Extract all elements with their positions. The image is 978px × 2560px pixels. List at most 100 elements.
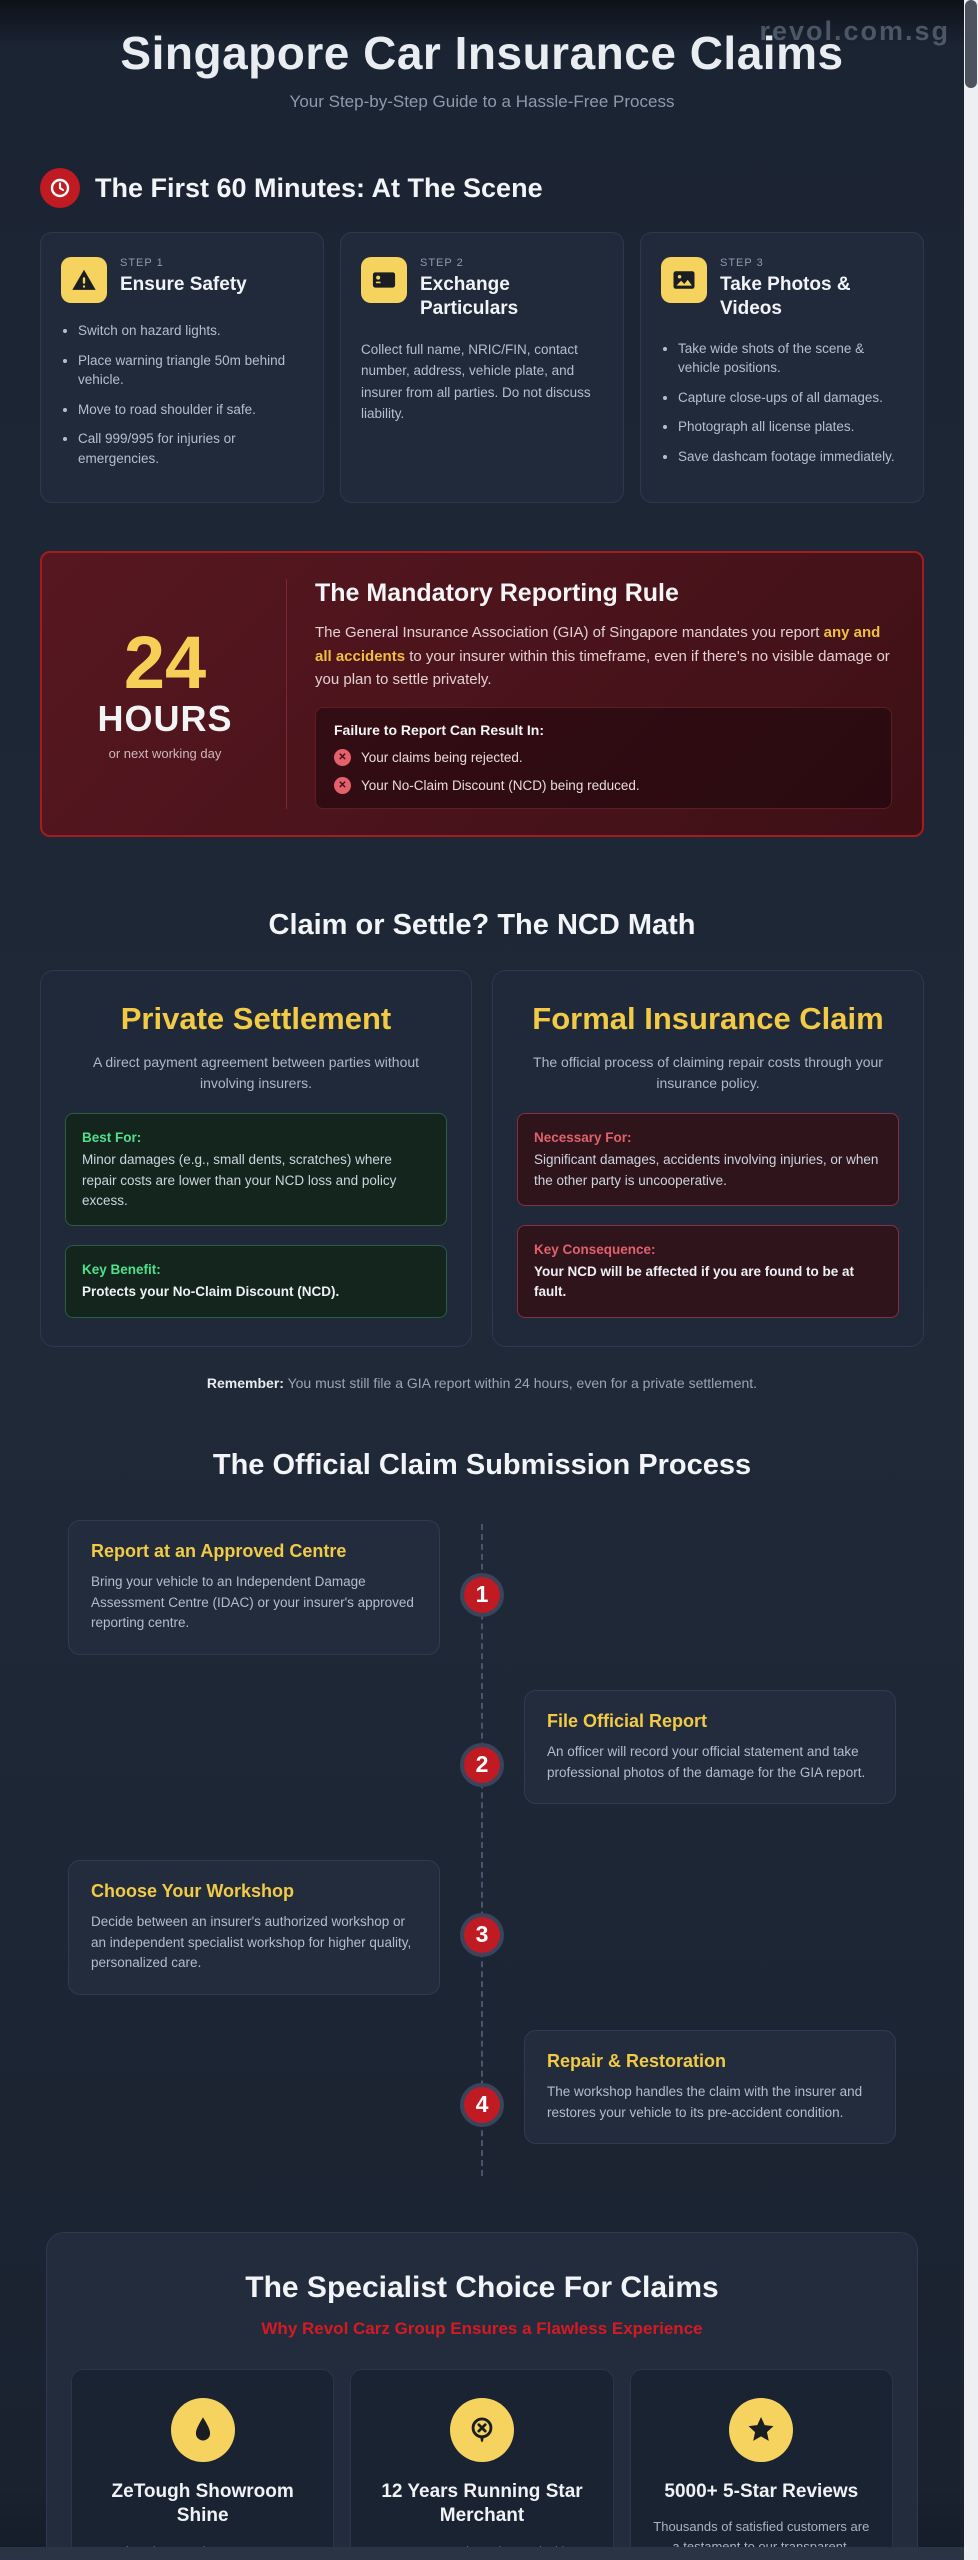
timeline-2-text: An officer will record your official sta… — [547, 1743, 866, 1780]
reporting-body-highlight: any and all accidents — [315, 624, 881, 665]
award-icon — [449, 2397, 514, 2462]
specialist-section: The Specialist Choice For Claims Why Rev… — [46, 2231, 918, 2560]
scene-step-cards: STEP 1 Ensure Safety Switch on hazard li… — [40, 232, 924, 504]
page-subtitle: Your Step-by-Step Guide to a Hassle-Free… — [289, 92, 675, 111]
star-icon — [729, 2397, 794, 2462]
reporting-body-post: to your insurer within this timeframe, e… — [315, 647, 890, 688]
timeline-card-3: Choose Your Workshop Decide between an i… — [68, 1859, 440, 1996]
timeline-3-title: Choose Your Workshop — [91, 1880, 295, 1901]
timeline-row-4: Repair & Restoration The workshop handle… — [40, 2020, 924, 2190]
scene-section-title: The First 60 Minutes: At The Scene — [95, 172, 543, 203]
private-settlement-title: Private Settlement — [120, 1001, 392, 1037]
photo-icon — [661, 257, 707, 303]
timeline-card-2: File Official Report An officer will rec… — [524, 1689, 896, 1805]
hours-number: 24 — [123, 620, 207, 704]
remember-label: Remember: — [206, 1374, 284, 1391]
bullet-item: Place warning triangle 50m behind vehicl… — [78, 351, 303, 390]
best-for-label: Best For: — [82, 1130, 142, 1146]
step-card-1: STEP 1 Ensure Safety Switch on hazard li… — [40, 232, 324, 504]
step-3-header: STEP 3 Take Photos & Videos — [661, 257, 903, 321]
timeline-1-title: Report at an Approved Centre — [91, 1540, 347, 1561]
bullet-item: Take wide shots of the scene & vehicle p… — [678, 339, 903, 378]
remember-text: You must still file a GIA report within … — [283, 1374, 758, 1391]
warning-title: Failure to Report Can Result In: — [334, 722, 545, 739]
step-3-bullets: Take wide shots of the scene & vehicle p… — [661, 339, 903, 467]
bottom-edge-strip — [0, 2547, 964, 2560]
timeline-4-title: Repair & Restoration — [547, 2050, 727, 2071]
timeline-card-1: Report at an Approved Centre Bring your … — [68, 1519, 440, 1656]
specialist-cards: ZeTough Showroom Shine We don't just rep… — [71, 2368, 893, 2560]
step-2-header: STEP 2 Exchange Particulars — [361, 257, 603, 321]
spec-card-reviews: 5000+ 5-Star Reviews Thousands of satisf… — [629, 2368, 893, 2560]
timeline-1-text: Bring your vehicle to an Independent Dam… — [91, 1573, 414, 1631]
step-1-header: STEP 1 Ensure Safety — [61, 257, 303, 303]
spec-card-showroom-shine: ZeTough Showroom Shine We don't just rep… — [71, 2368, 335, 2560]
ncd-section-title: Claim or Settle? The NCD Math — [268, 909, 696, 942]
step-card-3: STEP 3 Take Photos & Videos Take wide sh… — [640, 232, 924, 504]
step-1-title: Ensure Safety — [120, 274, 247, 295]
specialist-subtitle: Why Revol Carz Group Ensures a Flawless … — [261, 2318, 703, 2338]
vertical-scrollbar[interactable] — [964, 0, 978, 2560]
warning-item-text: Your No-Claim Discount (NCD) being reduc… — [361, 778, 640, 794]
warning-item-text: Your claims being rejected. — [361, 750, 523, 766]
warning-item: ✕ Your claims being rejected. — [334, 749, 873, 767]
private-settlement-card: Private Settlement A direct payment agre… — [40, 970, 472, 1347]
hours-caption: or next working day — [108, 745, 222, 761]
paint-drop-icon — [170, 2397, 235, 2462]
bullet-item: Switch on hazard lights. — [78, 321, 303, 341]
timeline-number-badge-1: 1 — [460, 1572, 504, 1617]
scene-section-header: The First 60 Minutes: At The Scene — [40, 168, 924, 208]
timeline-card-4: Repair & Restoration The workshop handle… — [524, 2029, 896, 2145]
bullet-item: Move to road shoulder if safe. — [78, 400, 303, 420]
necessary-for-box: Necessary For: Significant damages, acci… — [517, 1113, 899, 1206]
specialist-title: The Specialist Choice For Claims — [245, 2270, 719, 2304]
spec-card-2-title: 12 Years Running Star Merchant — [381, 2480, 583, 2527]
timeline-2-title: File Official Report — [547, 1710, 708, 1731]
step-2-title: Exchange Particulars — [420, 274, 519, 319]
mandatory-reporting-banner: 24 HOURS or next working day The Mandato… — [40, 551, 924, 838]
circle-x-icon: ✕ — [334, 749, 351, 767]
content-column: Singapore Car Insurance Claims Your Step… — [0, 26, 964, 2560]
warning-triangle-icon — [61, 257, 107, 303]
24-hours-badge: 24 HOURS or next working day — [72, 620, 258, 761]
reporting-body-pre: The General Insurance Association (GIA) … — [315, 624, 824, 642]
key-consequence-label: Key Consequence: — [534, 1241, 656, 1257]
step-1-bullets: Switch on hazard lights. Place warning t… — [61, 321, 303, 468]
timeline-row-2: File Official Report An officer will rec… — [40, 1680, 924, 1850]
timeline-number-badge-3: 3 — [460, 1912, 504, 1957]
step-2-body: Collect full name, NRIC/FIN, contact num… — [361, 341, 591, 422]
timeline-number-badge-2: 2 — [460, 1742, 504, 1787]
timeline-4-text: The workshop handles the claim with the … — [547, 2083, 863, 2120]
circle-x-icon: ✕ — [334, 777, 351, 795]
timeline-number-badge-4: 4 — [460, 2082, 504, 2127]
step-card-2: STEP 2 Exchange Particulars Collect full… — [340, 232, 624, 504]
timeline-dashed-line — [481, 1523, 483, 2176]
watermark: revol.com.sg — [759, 16, 950, 46]
formal-claim-description: The official process of claiming repair … — [533, 1054, 883, 1092]
step-3-title: Take Photos & Videos — [720, 274, 851, 319]
best-for-text: Minor damages (e.g., small dents, scratc… — [82, 1152, 397, 1208]
timeline-3-text: Decide between an insurer's authorized w… — [91, 1913, 412, 1971]
bullet-item: Capture close-ups of all damages. — [678, 388, 903, 408]
key-benefit-text: Protects your No-Claim Discount (NCD). — [82, 1284, 340, 1300]
bullet-item: Call 999/995 for injuries or emergencies… — [78, 429, 303, 468]
timeline-row-3: Choose Your Workshop Decide between an i… — [40, 1850, 924, 2020]
formal-claim-card: Formal Insurance Claim The official proc… — [492, 970, 924, 1347]
bullet-item: Save dashcam footage immediately. — [678, 447, 903, 467]
reporting-rule-body: The General Insurance Association (GIA) … — [315, 621, 892, 691]
clock-icon — [40, 168, 80, 208]
key-benefit-box: Key Benefit: Protects your No-Claim Disc… — [65, 1245, 447, 1318]
key-consequence-box: Key Consequence: Your NCD will be affect… — [517, 1224, 899, 1318]
best-for-box: Best For: Minor damages (e.g., small den… — [65, 1113, 447, 1227]
process-section-title: The Official Claim Submission Process — [212, 1448, 752, 1481]
warning-item: ✕ Your No-Claim Discount (NCD) being red… — [334, 777, 873, 795]
vertical-divider — [286, 579, 287, 810]
scrollbar-thumb[interactable] — [965, 0, 977, 88]
key-consequence-text: Your NCD will be affected if you are fou… — [534, 1264, 855, 1300]
timeline-row-1: Report at an Approved Centre Bring your … — [40, 1510, 924, 1680]
id-card-icon — [361, 257, 407, 303]
process-timeline: Report at an Approved Centre Bring your … — [40, 1510, 924, 2190]
key-benefit-label: Key Benefit: — [82, 1262, 161, 1278]
step-1-label: STEP 1 — [120, 257, 164, 269]
